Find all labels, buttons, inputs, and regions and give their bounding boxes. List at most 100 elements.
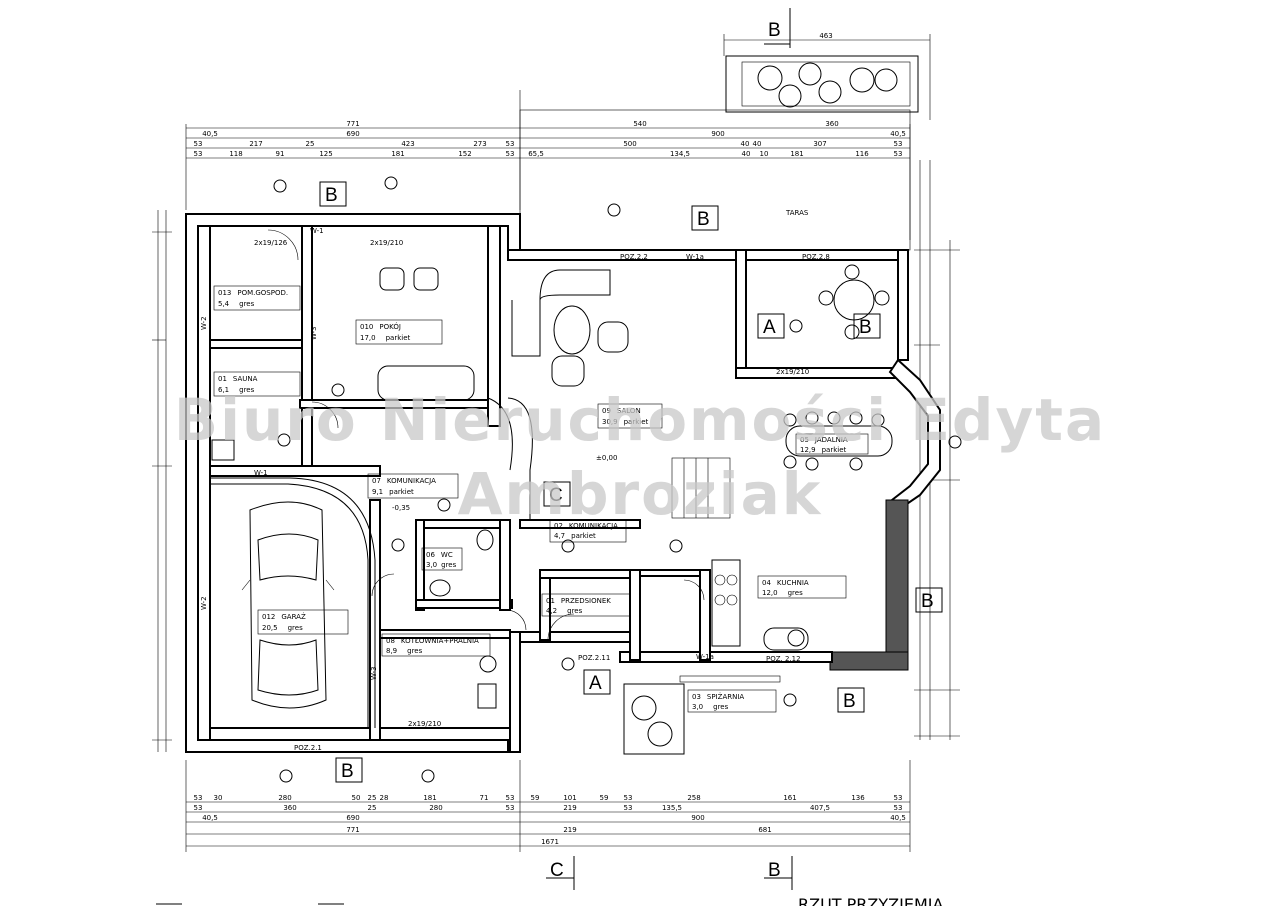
svg-text:118: 118 (229, 150, 242, 158)
level-mark-2: -0,35 (392, 504, 410, 512)
svg-text:53: 53 (894, 794, 903, 802)
svg-text:59: 59 (531, 794, 540, 802)
section-marker-top-b: B (764, 8, 791, 48)
section-marker-bottom-b: B (764, 856, 793, 890)
svg-text:B: B (768, 860, 781, 881)
section-marker-a1: A (757, 313, 785, 339)
svg-text:50: 50 (352, 794, 361, 802)
svg-text:540: 540 (633, 120, 646, 128)
section-markers: B B B B B B B A (319, 8, 943, 890)
svg-text:71: 71 (480, 794, 489, 802)
svg-text:1671: 1671 (541, 838, 559, 846)
svg-text:B: B (921, 591, 934, 612)
svg-text:135,5: 135,5 (662, 804, 682, 812)
window-w1-b: W-1 (254, 469, 268, 477)
door-swings (267, 229, 705, 641)
svg-text:TARAS: TARAS (785, 209, 809, 217)
svg-text:53: 53 (194, 794, 203, 802)
svg-text:53: 53 (894, 804, 903, 812)
svg-text:25: 25 (306, 140, 315, 148)
svg-text:53: 53 (194, 140, 203, 148)
svg-text:B: B (768, 20, 781, 41)
svg-text:690: 690 (346, 814, 359, 822)
bottom-dimensions: 53 30 280 50 25 28 181 71 53 59 101 59 5… (185, 760, 911, 852)
section-marker-b2: B (691, 205, 719, 231)
svg-text:C: C (550, 860, 564, 881)
svg-text:25: 25 (368, 794, 377, 802)
section-marker-bottom-c: C (546, 856, 575, 890)
svg-text:30: 30 (214, 794, 223, 802)
svg-text:134,5: 134,5 (670, 150, 690, 158)
car-icon (241, 501, 335, 709)
svg-text:53: 53 (506, 794, 515, 802)
poz-2-1: POZ.2.1 (294, 744, 322, 752)
window-w1a-a: W-1a (686, 253, 704, 261)
left-dimensions (152, 210, 172, 752)
svg-text:219: 219 (563, 804, 576, 812)
svg-text:101: 101 (563, 794, 576, 802)
section-marker-b5: B (837, 687, 865, 713)
svg-text:307: 307 (813, 140, 826, 148)
svg-text:181: 181 (423, 794, 436, 802)
plan-title-text: RZUT PRZYZIEMIA (798, 895, 943, 906)
svg-text:463: 463 (819, 32, 832, 40)
garage (210, 477, 376, 728)
svg-text:A: A (589, 673, 602, 694)
svg-text:280: 280 (278, 794, 291, 802)
svg-text:28: 28 (380, 794, 389, 802)
poz-2-12: POZ. 2.12 (766, 655, 801, 663)
section-marker-b3: B (853, 313, 881, 339)
section-marker-c-mid: C (543, 481, 571, 507)
section-marker-b1: B (319, 181, 347, 207)
svg-text:217: 217 (249, 140, 262, 148)
svg-text:681: 681 (758, 826, 771, 834)
window-w1-a: W-1 (310, 227, 324, 235)
circle-tags (273, 176, 962, 783)
top-dimensions: 463 771 540 360 40,5 690 900 40,5 53 217… (185, 32, 931, 240)
watermark: Biuro Nieruchomości Edyta Ambroziak (174, 386, 1104, 528)
section-marker-b6: B (335, 757, 363, 783)
svg-text:53: 53 (506, 150, 515, 158)
svg-text:59: 59 (600, 794, 609, 802)
window-w2-b: W-2 (200, 596, 208, 610)
svg-text:53: 53 (506, 804, 515, 812)
svg-text:A: A (763, 317, 776, 338)
section-marker-a2: A (583, 669, 611, 695)
window-w3-b: W-3 (370, 666, 378, 680)
svg-text:10: 10 (760, 150, 769, 158)
section-marker-b4: B (915, 587, 943, 613)
svg-text:53: 53 (624, 804, 633, 812)
poz-2-11: POZ.2.11 (578, 654, 610, 662)
svg-text:136: 136 (851, 794, 865, 802)
poz-2-2: POZ.2.2 (620, 253, 648, 261)
svg-text:53: 53 (194, 150, 203, 158)
svg-text:40,5: 40,5 (202, 130, 218, 138)
svg-text:423: 423 (401, 140, 414, 148)
svg-text:181: 181 (790, 150, 803, 158)
svg-text:40: 40 (753, 140, 762, 148)
exterior-walls (185, 213, 941, 753)
svg-text:B: B (697, 209, 710, 230)
